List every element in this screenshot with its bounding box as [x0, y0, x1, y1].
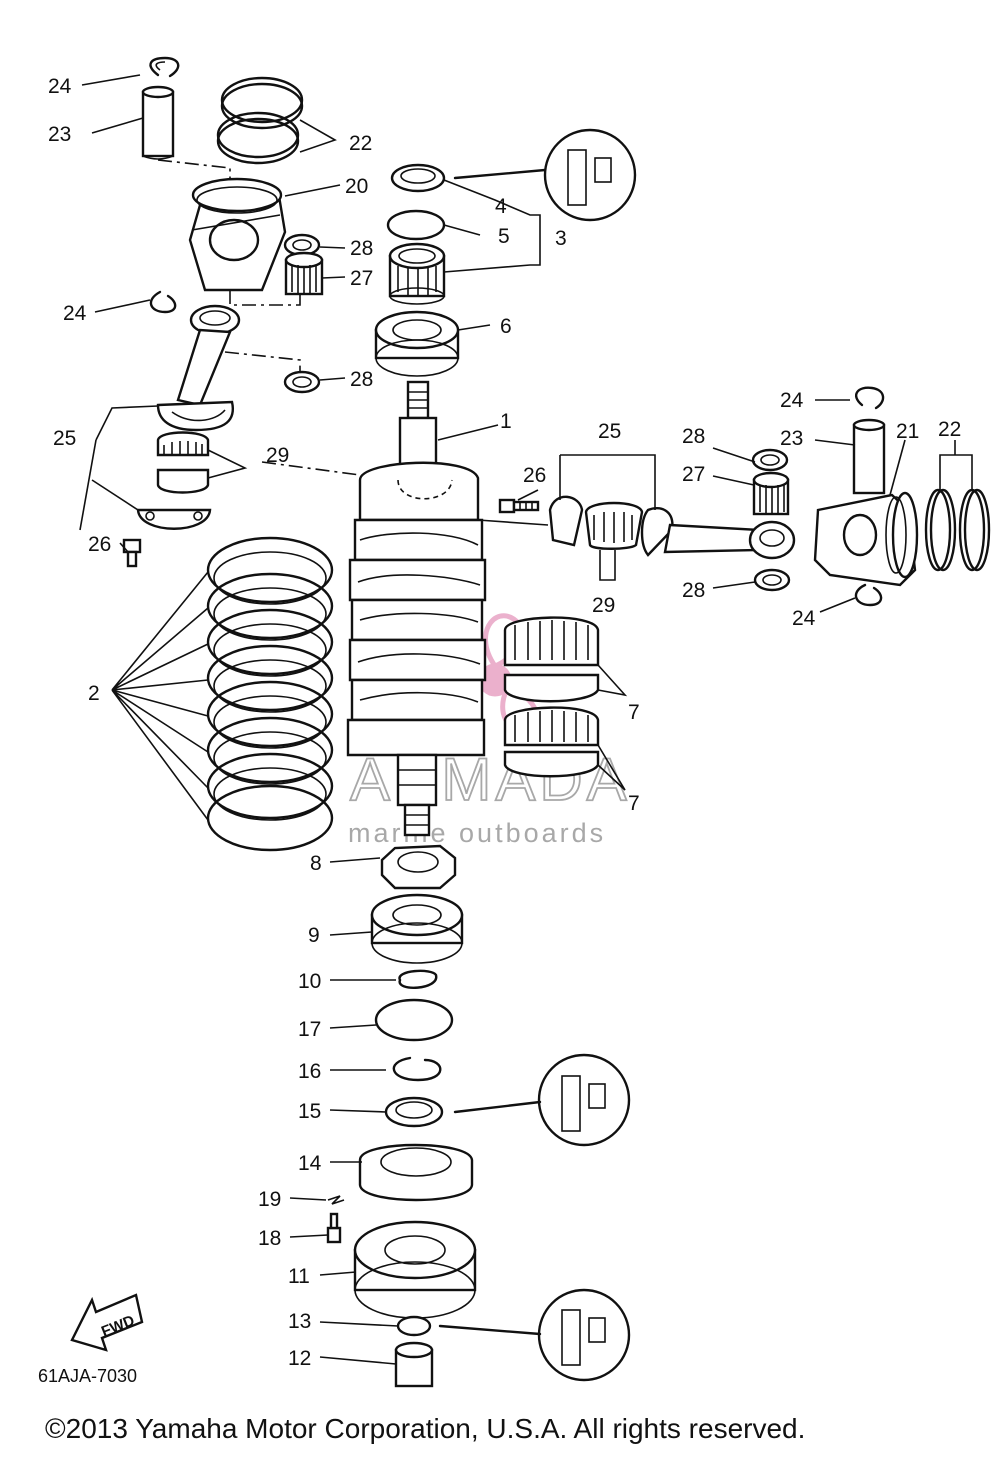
crankshaft-1 — [346, 380, 487, 837]
bearing-halves-29-left — [156, 431, 210, 494]
callout-label: 22 — [938, 418, 961, 441]
rod-cap-right — [548, 495, 584, 547]
bolt-26-right — [498, 498, 540, 514]
bearing-halves-7-lower — [503, 706, 600, 778]
callout-label: 6 — [500, 315, 512, 338]
callout-label: 5 — [498, 225, 510, 248]
piston-rings-22-right — [924, 488, 991, 572]
callout-label: 22 — [349, 132, 372, 155]
circlip-24-right-top — [855, 386, 885, 410]
callout-label: 28 — [350, 368, 373, 391]
bearing-halves-29-right — [584, 501, 644, 550]
callout-label: 24 — [792, 607, 816, 630]
callout-label: 1 — [500, 410, 512, 433]
piston-pin-23-right — [852, 418, 886, 495]
callout-label: 28 — [682, 579, 705, 602]
copyright-notice: ©2013 Yamaha Motor Corporation, U.S.A. A… — [45, 1413, 805, 1444]
callout-label: 15 — [298, 1100, 321, 1123]
callout-label: 7 — [628, 701, 640, 724]
callout-label: 23 — [780, 427, 803, 450]
fwd-arrow-icon: FWD — [70, 1293, 144, 1352]
callout-label: 3 — [555, 227, 567, 250]
callout-label: 24 — [48, 75, 72, 98]
seal-4 — [390, 163, 446, 193]
gear-8 — [380, 844, 457, 890]
callout-label: 26 — [88, 533, 111, 556]
callout-label: 14 — [298, 1152, 322, 1175]
bearing-halves-7-upper — [503, 616, 600, 703]
callout-label: 13 — [288, 1310, 311, 1333]
callout-label: 10 — [298, 970, 321, 993]
callout-label: 29 — [592, 594, 615, 617]
callouts: 1 2 3 4 5 6 7 7 8 9 10 11 12 13 14 15 16… — [48, 75, 961, 1370]
callout-label: 28 — [682, 425, 705, 448]
callout-label: 20 — [345, 175, 368, 198]
circlip-24 — [149, 56, 180, 78]
bearing-housing-11 — [353, 1220, 477, 1319]
bearing-assembly-3 — [388, 242, 446, 305]
callout-label: 21 — [896, 420, 919, 443]
oring-5 — [386, 209, 446, 241]
callout-label: 8 — [310, 852, 322, 875]
rod-cap-left — [136, 508, 212, 530]
callout-label: 24 — [63, 302, 87, 325]
callout-label: 27 — [350, 267, 373, 290]
callout-label: 24 — [780, 389, 804, 412]
piston-21 — [813, 491, 919, 587]
washer-19 — [327, 1195, 345, 1205]
connecting-rod-25-left — [156, 304, 241, 432]
callout-label: 17 — [298, 1018, 321, 1041]
grease-symbol-icon — [453, 1053, 631, 1147]
circlip-24-left-lower — [149, 290, 177, 314]
circlip-24-right-bottom — [854, 583, 883, 607]
callout-label: 23 — [48, 123, 71, 146]
callout-label: 7 — [628, 792, 640, 815]
circlip-16 — [392, 1056, 442, 1082]
callout-label: 18 — [258, 1227, 281, 1250]
piston-20 — [188, 177, 287, 292]
watermark-tagline: marine outboards — [348, 818, 606, 848]
callout-label: 19 — [258, 1188, 281, 1211]
circlip-10 — [398, 969, 438, 989]
screw-18 — [326, 1212, 342, 1244]
bolt-26-left — [122, 538, 142, 568]
callout-label: 25 — [53, 427, 76, 450]
callout-label: 27 — [682, 463, 705, 486]
callout-label: 9 — [308, 924, 320, 947]
needle-bearing-27-right — [752, 471, 790, 516]
grease-symbol-icon — [453, 128, 637, 222]
callout-label: 16 — [298, 1060, 321, 1083]
leader-lines — [79, 74, 973, 1365]
callout-label: 25 — [598, 420, 621, 443]
callout-label: 11 — [288, 1265, 310, 1288]
seal-15 — [384, 1096, 444, 1128]
callout-label: 29 — [266, 444, 289, 467]
needle-bearing-27-left — [284, 251, 324, 296]
main-bearing-rings-2 — [206, 536, 334, 852]
callout-label: 12 — [288, 1347, 311, 1370]
plug-12 — [394, 1341, 434, 1388]
ball-bearing-9 — [370, 893, 464, 964]
seal-13 — [396, 1315, 432, 1337]
grease-symbol-icon — [438, 1288, 631, 1382]
connecting-rod-25-right — [640, 507, 796, 560]
callout-label: 2 — [88, 682, 100, 705]
callout-label: 4 — [495, 195, 507, 218]
piston-pin-23 — [141, 85, 175, 160]
ball-bearing-6 — [374, 310, 460, 377]
housing-14 — [358, 1143, 474, 1202]
oring-17 — [374, 998, 454, 1042]
washer-28-right-top — [751, 448, 789, 472]
callout-label: 28 — [350, 237, 373, 260]
washer-28-lower-left — [283, 370, 321, 394]
diagram-code: 61AJA-7030 — [38, 1366, 137, 1386]
callout-label: 26 — [523, 464, 546, 487]
piston-rings-22 — [216, 76, 304, 165]
washer-28-right-bottom — [753, 568, 791, 592]
